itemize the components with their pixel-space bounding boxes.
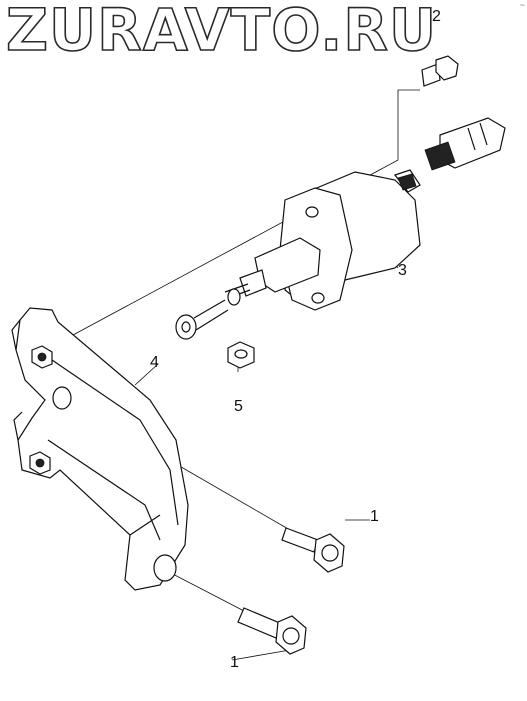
flange-nut xyxy=(227,341,255,369)
callout-bracket: 4 xyxy=(150,354,159,371)
callout-solenoid: 3 xyxy=(398,262,407,279)
callout-bolt-lower: 1 xyxy=(230,654,239,671)
clevis-link xyxy=(175,288,241,340)
lower-bolt xyxy=(237,607,307,655)
callout-bolt-upper: 1 xyxy=(370,508,379,525)
callout-screw-top: 2 xyxy=(432,8,441,25)
callout-nut: 5 xyxy=(234,398,243,415)
upper-bolt xyxy=(281,527,345,573)
solenoid xyxy=(224,169,421,311)
mounting-bracket xyxy=(11,307,189,591)
bracket-lower-nut xyxy=(29,451,51,475)
watermark-logo: ZURAVTO.RU xyxy=(5,0,438,65)
wire-connector xyxy=(424,117,506,171)
bracket-upper-nut xyxy=(31,345,53,369)
corner-mark: ~ xyxy=(519,0,525,10)
top-screw xyxy=(421,55,459,87)
